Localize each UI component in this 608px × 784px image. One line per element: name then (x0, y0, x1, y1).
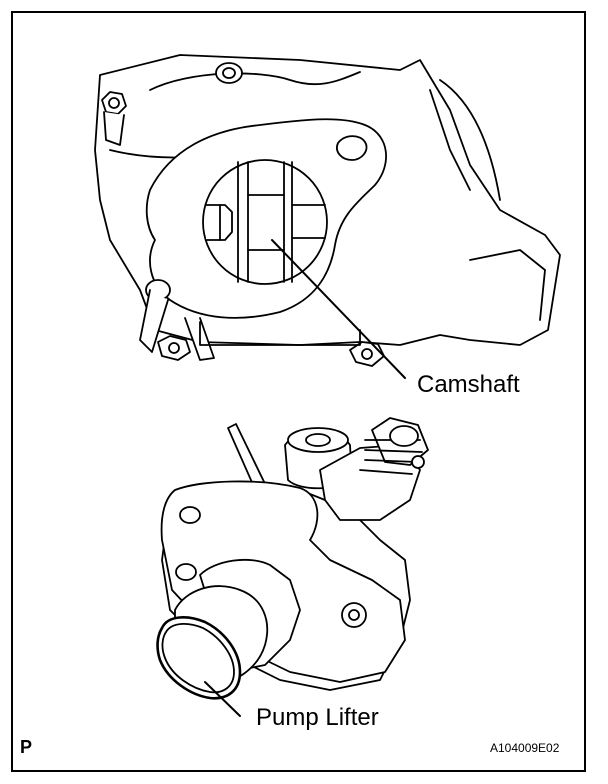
figure-id: A104009E02 (490, 741, 560, 755)
camshaft-label: Camshaft (417, 371, 520, 398)
corner-mark: P (20, 737, 33, 757)
pump-lifter-label: Pump Lifter (256, 704, 379, 731)
fuel-pump-drawing (156, 417, 429, 717)
cylinder-head-drawing (94, 54, 561, 379)
